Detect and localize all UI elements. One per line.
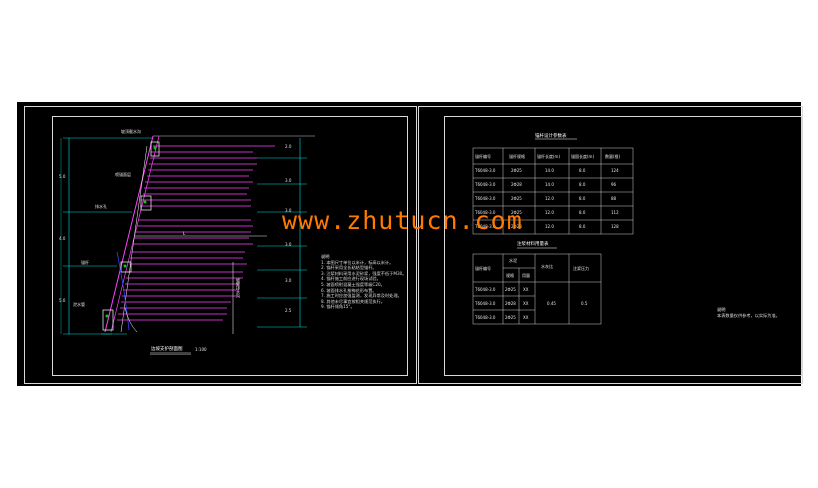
t1-header: 锚固长度(m) [571, 154, 595, 159]
t1-cell: 2Φ28 [511, 182, 522, 187]
t1-cell: 14.0 [545, 168, 554, 173]
t2-header: 水灰比 [541, 264, 553, 269]
t1-cell: T6048-3.0 [475, 224, 496, 229]
t1-cell: 2Φ25 [511, 168, 522, 173]
t1-cell: 124 [611, 168, 619, 173]
cad-canvas: 5.0 4.0 5.0 2.0 3.0 3.0 3.0 3.0 2.5 L 坡顶… [17, 102, 803, 386]
t1-cell: T6048-3.0 [475, 210, 496, 215]
t2-header: 注浆压力 [573, 266, 589, 271]
t1-cell: 14.0 [545, 182, 554, 187]
t1-cell: 2Φ28 [511, 224, 522, 229]
callout-4: 锚杆 [81, 260, 89, 265]
notes-title: 说明 [321, 254, 330, 259]
t1-cell: T6048-3.0 [475, 168, 496, 173]
t1-cell: 88 [611, 196, 617, 201]
dim-left-1: 5.0 [59, 174, 66, 179]
note-line: 9. 锚杆倾角15°。 [321, 304, 355, 310]
t1-cell: 12.0 [545, 210, 554, 215]
t2-subheader: 规格 [506, 273, 514, 278]
dim-right-3: 3.0 [285, 208, 292, 213]
t2-cell: 2Φ28 [505, 301, 516, 306]
dim-right-6: 2.5 [285, 308, 292, 313]
t2-merged-ratio: 0.45 [547, 301, 556, 306]
callout-3: 排水孔 [95, 204, 107, 209]
callout-1: 坡顶截水沟 [121, 129, 141, 134]
table1-grid [472, 138, 634, 325]
t2-merged-pressure: 0.5 [581, 301, 588, 306]
note-line: 6. 坡面排水孔按梅花形布置。 [321, 287, 377, 293]
t2-cell: XX [523, 287, 529, 292]
t2-cell: T6048-3.0 [475, 301, 496, 306]
t1-cell: 2Φ25 [511, 210, 522, 215]
t1-cell: 8.0 [579, 182, 586, 187]
t1-cell: 128 [611, 224, 619, 229]
note-line: 1. 本图尺寸单位以米计，标高以米计。 [321, 259, 394, 265]
dim-L-label: L [183, 231, 186, 236]
sheet-border-right [418, 106, 803, 384]
t2-header: 锚杆编号 [475, 266, 491, 271]
drawing-frame-left [52, 116, 408, 376]
t1-cell: 12.0 [545, 224, 554, 229]
sheet-border-left [24, 106, 417, 384]
t2-cell: 2Φ25 [505, 315, 516, 320]
t1-cell: 8.0 [579, 224, 586, 229]
note-line: 3. 注浆材料采用水泥砂浆，强度不低于M30。 [321, 270, 407, 276]
t1-cell: 2Φ25 [511, 196, 522, 201]
slope-section-drawing [60, 135, 315, 355]
t1-header: 锚杆规格 [509, 154, 525, 159]
table1-title: 锚杆设计参数表 [535, 134, 567, 139]
t1-cell: 96 [611, 182, 617, 187]
note-line: 2. 锚杆采用全长粘结型锚杆。 [321, 265, 377, 271]
right-note-title: 说明 [717, 307, 726, 312]
note-line: 5. 坡面喷射混凝土强度等级C20。 [321, 281, 385, 287]
t1-cell: 8.0 [579, 196, 586, 201]
t2-cell: T6048-3.0 [475, 287, 496, 292]
t2-cell: XX [523, 315, 529, 320]
dim-right-2: 3.0 [285, 178, 292, 183]
table2-title: 注浆材料用量表 [517, 242, 549, 247]
t2-cell: 2Φ25 [505, 287, 516, 292]
dim-right-4: 3.0 [285, 242, 292, 247]
watermark-text: www.zhutucn.com [282, 206, 523, 235]
right-note: 说明 本表数量仅供参考，以实际为准。 [717, 307, 780, 318]
t1-cell: 12.0 [545, 196, 554, 201]
dim-left-2: 4.0 [59, 236, 66, 241]
t1-header: 锚杆编号 [475, 154, 491, 159]
dim-right-5: 3.0 [285, 278, 292, 283]
notes-block: 说明 1. 本图尺寸单位以米计，标高以米计。 2. 锚杆采用全长粘结型锚杆。 3… [321, 254, 406, 310]
t2-subheader: 用量 [522, 273, 530, 278]
drawing-frame-right [444, 116, 802, 376]
note-line: 7. 施工时应加强监测，发现异常及时处理。 [321, 293, 402, 299]
dim-left-3: 5.0 [59, 298, 66, 303]
note-line: 8. 其他未尽事宜按相关规范执行。 [321, 298, 385, 304]
note-line: 4. 锚杆施工前应进行现场试验。 [321, 276, 381, 282]
t1-cell: 8.0 [579, 210, 586, 215]
t2-cell: XX [523, 301, 529, 306]
t1-header: 锚杆长度(m) [537, 154, 561, 159]
callout-2: 喷锚面层 [115, 172, 131, 177]
t1-cell: T6048-3.0 [475, 196, 496, 201]
right-note-text: 本表数量仅供参考，以实际为准。 [717, 312, 780, 318]
t1-header: 数量(根) [605, 154, 621, 159]
t2-header: 水泥 [509, 258, 517, 263]
callout-5: 泄水管 [73, 302, 85, 307]
callout-6: 坡脚排水沟 [236, 278, 241, 298]
dim-right-1: 2.0 [285, 144, 292, 149]
t1-cell: T6048-3.0 [475, 182, 496, 187]
t1-cell: 8.0 [579, 168, 586, 173]
drawing-title: 边坡支护剖面图 [151, 347, 183, 352]
t1-cell: 112 [611, 210, 619, 215]
t2-cell: T6048-3.0 [475, 315, 496, 320]
drawing-scale: 1:100 [195, 347, 207, 352]
